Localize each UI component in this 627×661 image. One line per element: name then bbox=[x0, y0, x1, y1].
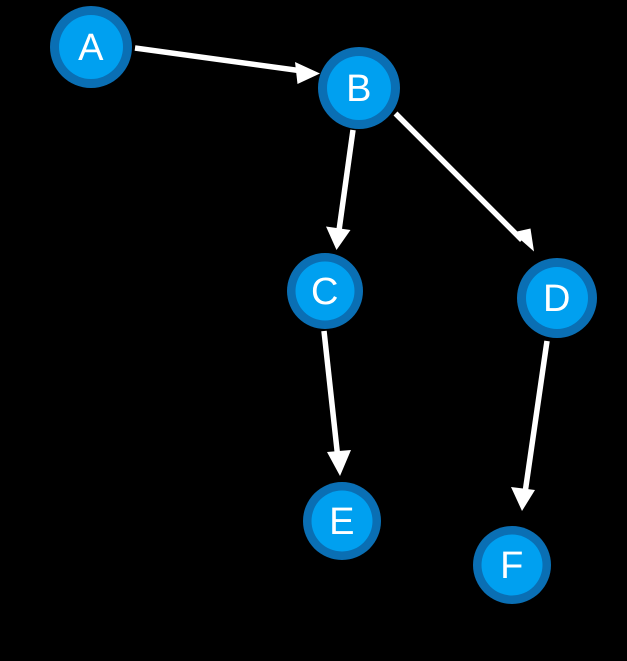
node-d-label: D bbox=[543, 278, 571, 320]
edge-c-e-arrowhead bbox=[327, 450, 351, 476]
node-f-fill bbox=[481, 534, 543, 596]
node-e-fill bbox=[311, 490, 373, 552]
node-e-label: E bbox=[329, 501, 355, 543]
node-d-fill bbox=[526, 267, 588, 329]
edge-a-b-arrowhead bbox=[295, 62, 320, 84]
edge-a-b-line bbox=[134, 45, 307, 75]
edge-b-d-arrowhead bbox=[512, 228, 534, 252]
node-b-fill bbox=[327, 56, 391, 120]
node-c-label: C bbox=[311, 271, 339, 313]
edge-d-f[interactable] bbox=[511, 340, 550, 511]
node-f[interactable]: F bbox=[473, 526, 551, 604]
edge-b-c-line bbox=[335, 129, 356, 235]
edge-b-d-line bbox=[393, 111, 524, 242]
node-a-fill bbox=[59, 15, 123, 79]
node-layer: A B C D E bbox=[50, 6, 597, 604]
node-d[interactable]: D bbox=[517, 258, 597, 338]
node-b[interactable]: B bbox=[318, 47, 400, 129]
edge-b-c-arrowhead bbox=[326, 226, 351, 250]
edge-c-e[interactable] bbox=[321, 330, 351, 476]
edge-d-f-line bbox=[522, 340, 550, 494]
edge-d-f-arrowhead bbox=[511, 487, 535, 511]
node-e[interactable]: E bbox=[303, 482, 381, 560]
node-c-fill bbox=[295, 261, 355, 321]
edge-c-e-line bbox=[321, 330, 341, 460]
edge-layer bbox=[134, 45, 550, 511]
node-a[interactable]: A bbox=[50, 6, 132, 88]
node-c[interactable]: C bbox=[287, 253, 363, 329]
edge-b-c[interactable] bbox=[326, 129, 356, 250]
node-a-label: A bbox=[78, 27, 104, 69]
edge-a-b[interactable] bbox=[134, 45, 320, 84]
node-f-label: F bbox=[500, 545, 524, 587]
edge-b-d[interactable] bbox=[393, 111, 535, 252]
node-b-label: B bbox=[346, 68, 372, 110]
